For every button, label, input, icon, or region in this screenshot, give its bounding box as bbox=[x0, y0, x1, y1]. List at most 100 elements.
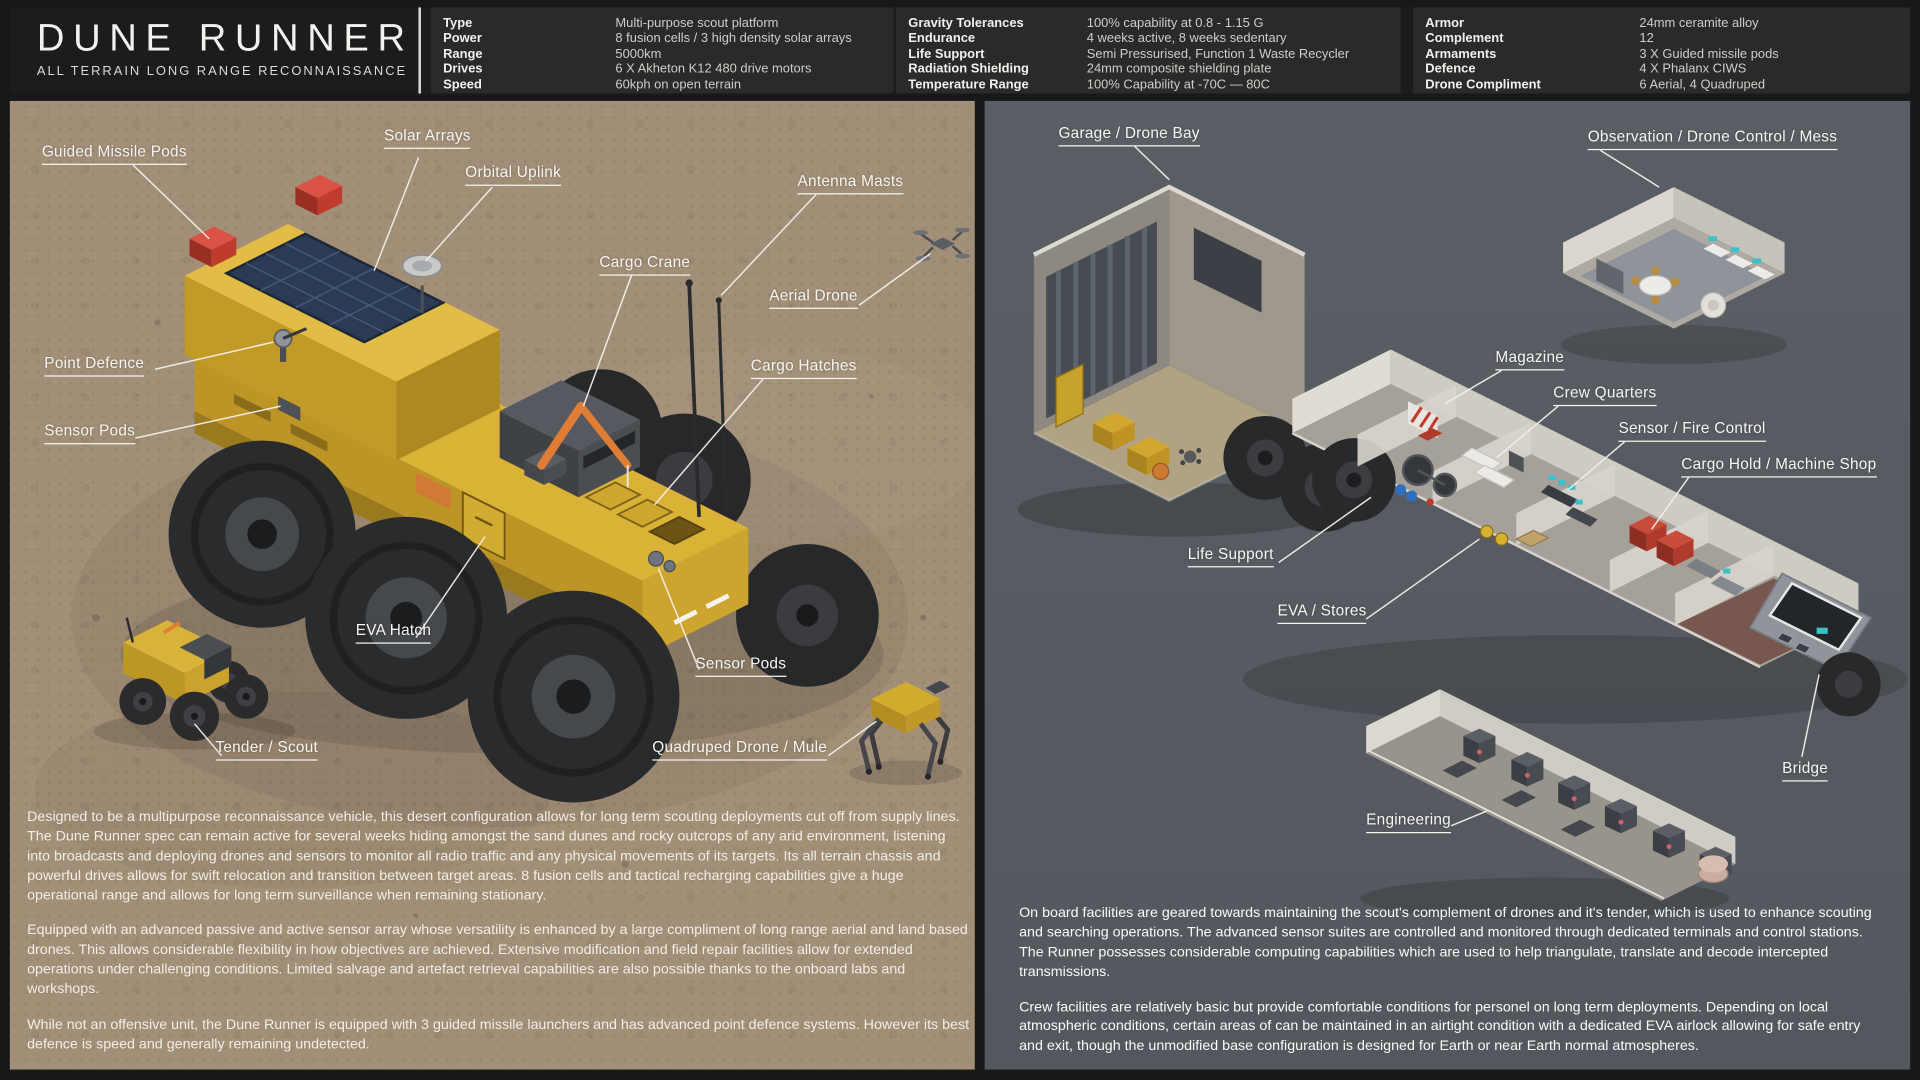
cargo-crane bbox=[524, 401, 632, 501]
spec-label: Temperature Range bbox=[908, 77, 1029, 92]
tender-scout-vehicle bbox=[93, 617, 296, 750]
callout-cargo-hold-machine-shop: Cargo Hold / Machine Shop bbox=[1681, 455, 1877, 478]
callout-guided-missile-pods: Guided Missile Pods bbox=[41, 143, 187, 165]
spec-row: Type Multi-purpose scout platform bbox=[443, 16, 884, 31]
interior-illustration bbox=[1017, 145, 1908, 920]
interior-leader-lines bbox=[1134, 145, 1820, 827]
spec-value: 24mm composite shielding plate bbox=[1086, 61, 1272, 77]
spec-value: 3 X Guided missile pods bbox=[1639, 46, 1779, 62]
callout-crew-quarters: Crew Quarters bbox=[1553, 384, 1657, 407]
sensor-pod bbox=[663, 559, 676, 573]
callout-cargo-crane: Cargo Crane bbox=[599, 254, 691, 276]
title-block: DUNE RUNNER ALL TERRAIN LONG RANGE RECON… bbox=[10, 7, 421, 94]
callout-orbital-uplink: Orbital Uplink bbox=[465, 164, 562, 186]
spec-label: Power bbox=[443, 31, 482, 47]
spec-label: Endurance bbox=[908, 31, 976, 47]
cargo-hatches bbox=[583, 481, 707, 546]
callout-observation-drone-control-mess: Observation / Drone Control / Mess bbox=[1587, 128, 1838, 151]
callout-point-defence: Point Defence bbox=[44, 354, 145, 377]
callout-cargo-hatches: Cargo Hatches bbox=[750, 357, 857, 380]
spec-row: Complement 12 bbox=[1425, 31, 1900, 46]
spec-value: 4 weeks active, 8 weeks sedentary bbox=[1086, 31, 1287, 47]
aerial-drone bbox=[913, 227, 970, 261]
callout-sensor-pods-2: Sensor Pods bbox=[695, 655, 787, 677]
engineering-section bbox=[1359, 689, 1736, 920]
spec-label: Drives bbox=[443, 61, 483, 77]
spec-row: Temperature Range 100% Capability at -70C… bbox=[908, 77, 1390, 92]
interior-paragraph-1: On board facilities are geared towards m… bbox=[1019, 904, 1872, 980]
callout-engineering: Engineering bbox=[1366, 811, 1451, 834]
magazine-room bbox=[1407, 401, 1443, 441]
page-title: DUNE RUNNER bbox=[36, 15, 414, 60]
spec-label: Gravity Tolerances bbox=[908, 15, 1024, 31]
spec-label: Defence bbox=[1425, 61, 1476, 77]
spec-row: Drives 6 X Akheton K12 480 drive motors bbox=[443, 62, 884, 77]
exterior-paragraph-3: While not an offensive unit, the Dune Ru… bbox=[27, 1016, 970, 1052]
spec-label: Life Support bbox=[908, 46, 985, 62]
spec-label: Type bbox=[443, 15, 473, 31]
callout-aerial-drone: Aerial Drone bbox=[769, 287, 858, 309]
spec-label: Drone Compliment bbox=[1425, 77, 1541, 92]
sensor-pod bbox=[278, 396, 301, 421]
sensor-pod bbox=[647, 550, 664, 567]
orbital-uplink bbox=[401, 253, 443, 313]
spec-row: Gravity Tolerances 100% capability at 0.8… bbox=[908, 16, 1390, 31]
lab-corridor bbox=[1710, 568, 1746, 596]
exterior-description: Designed to be a multipurpose reconnaiss… bbox=[27, 807, 970, 1069]
main-hull-cutaway bbox=[1243, 349, 1908, 724]
point-defence-turret bbox=[273, 327, 308, 362]
callout-antenna-masts: Antenna Masts bbox=[797, 172, 904, 195]
spec-value: 6 X Akheton K12 480 drive motors bbox=[615, 61, 812, 77]
spec-value: 8 fusion cells / 3 high density solar ar… bbox=[615, 31, 852, 47]
spec-label: Armaments bbox=[1425, 46, 1497, 62]
spec-value: Semi Pressurised, Function 1 Waste Recyc… bbox=[1086, 46, 1350, 62]
spec-value: 24mm ceramite alloy bbox=[1639, 15, 1759, 31]
spec-label: Range bbox=[443, 46, 483, 62]
life-support-room bbox=[1395, 454, 1458, 506]
spec-table-performance: Type Multi-purpose scout platform Power 8 … bbox=[430, 7, 894, 94]
spec-value: 100% Capability at -70C — 80C bbox=[1086, 77, 1270, 92]
spec-value: 12 bbox=[1639, 31, 1654, 47]
antenna-masts bbox=[685, 279, 728, 518]
exterior-paragraph-2: Equipped with an advanced passive and ac… bbox=[27, 922, 968, 997]
callout-eva-hatch: EVA Hatch bbox=[355, 622, 432, 644]
spec-label: Radiation Shielding bbox=[908, 61, 1029, 77]
spec-row: Armaments 3 X Guided missile pods bbox=[1425, 47, 1900, 62]
spec-row: Life Support Semi Pressurised, Function 1… bbox=[908, 47, 1390, 62]
spec-value: 6 Aerial, 4 Quadruped bbox=[1639, 77, 1766, 92]
callout-sensor-fire-control: Sensor / Fire Control bbox=[1618, 420, 1766, 442]
eva-hatch bbox=[461, 490, 506, 561]
spec-value: 60kph on open terrain bbox=[615, 77, 742, 92]
bridge-room bbox=[1677, 572, 1873, 671]
exterior-leader-lines bbox=[132, 157, 931, 757]
cargo-hold-room bbox=[1629, 515, 1721, 579]
interior-description: On board facilities are geared towards m… bbox=[1019, 903, 1881, 1069]
callout-quadruped-drone: Quadruped Drone / Mule bbox=[652, 738, 828, 761]
spec-row: Radiation Shielding 24mm composite shield… bbox=[908, 62, 1390, 77]
spec-label: Complement bbox=[1425, 31, 1504, 47]
callout-magazine: Magazine bbox=[1495, 348, 1565, 371]
spec-value: Multi-purpose scout platform bbox=[615, 15, 779, 31]
callout-garage-drone-bay: Garage / Drone Bay bbox=[1058, 124, 1200, 147]
header-bar: DUNE RUNNER ALL TERRAIN LONG RANGE RECON… bbox=[9, 7, 1911, 94]
exterior-illustration bbox=[34, 157, 970, 919]
spec-row: Power 8 fusion cells / 3 high density sol… bbox=[443, 31, 884, 46]
interior-panel: Garage / Drone Bay Observation / Drone C… bbox=[984, 100, 1911, 1070]
spec-row: Speed 60kph on open terrain bbox=[443, 77, 884, 92]
spec-label: Speed bbox=[443, 77, 482, 92]
callout-life-support: Life Support bbox=[1187, 545, 1274, 568]
callout-bridge: Bridge bbox=[1782, 759, 1829, 782]
callout-eva-stores: EVA / Stores bbox=[1277, 602, 1367, 624]
exterior-paragraph-1: Designed to be a multipurpose reconnaiss… bbox=[27, 808, 960, 903]
spec-row: Defence 4 X Phalanx CIWS bbox=[1425, 62, 1900, 77]
spec-table-endurance: Gravity Tolerances 100% capability at 0.8… bbox=[895, 7, 1401, 94]
quadruped-drone bbox=[849, 680, 963, 786]
spec-value: 100% capability at 0.8 - 1.15 G bbox=[1086, 15, 1264, 31]
page-subtitle: ALL TERRAIN LONG RANGE RECONNAISSANCE bbox=[36, 63, 408, 79]
spec-value: 4 X Phalanx CIWS bbox=[1639, 61, 1747, 77]
crew-quarters-room bbox=[1460, 447, 1524, 489]
rover-near-wheels bbox=[168, 440, 680, 803]
